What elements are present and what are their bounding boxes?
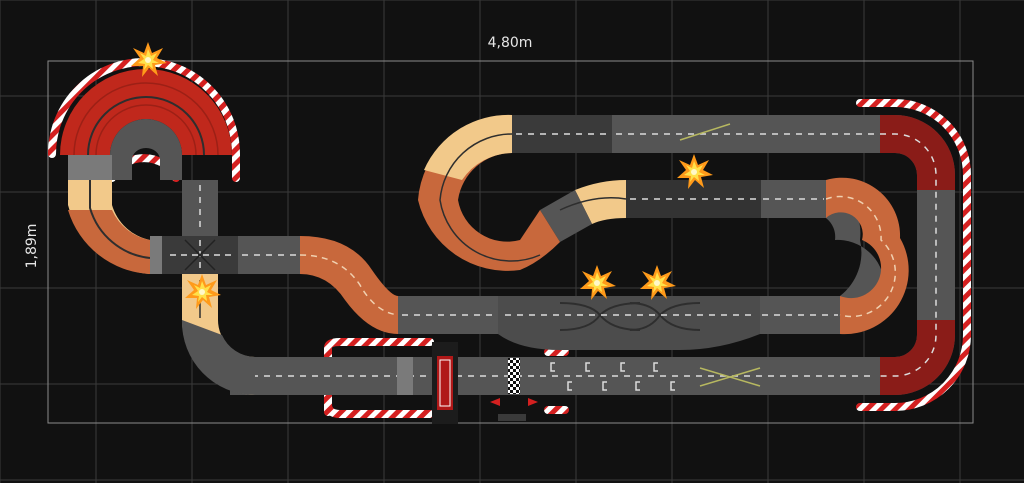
left-loop — [68, 155, 164, 274]
height-dimension-label: 1,89m — [24, 224, 40, 269]
width-dimension-label: 4,80m — [488, 35, 533, 51]
left-inner-loop — [418, 114, 560, 271]
red-hairpin — [60, 69, 232, 180]
top-straight — [512, 115, 612, 153]
s-curve-orange — [300, 236, 398, 334]
crossing-section — [162, 236, 238, 274]
start-finish-gate — [432, 342, 458, 424]
track — [48, 58, 971, 424]
start-grid — [550, 362, 675, 391]
pit-block — [397, 357, 413, 395]
tan-curve-inner — [575, 180, 626, 224]
right-outer-loop — [880, 115, 955, 395]
explosion-icon — [580, 265, 616, 300]
explosion-icon — [640, 265, 676, 300]
finish-line — [490, 358, 538, 421]
dimension-box — [47, 60, 974, 424]
middle-straight — [398, 296, 498, 334]
lane-change-section — [498, 296, 760, 350]
